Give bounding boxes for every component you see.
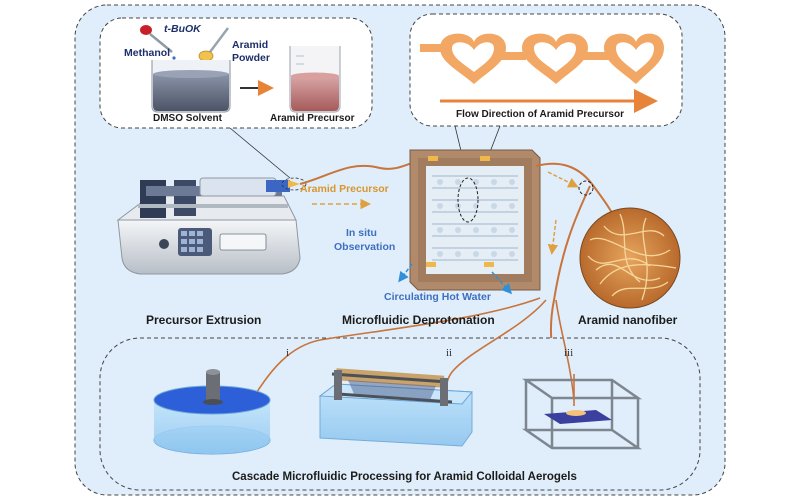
- precursor-extrusion-label: Precursor Extrusion: [146, 313, 262, 327]
- flow-direction-label: Flow Direction of Aramid Precursor: [456, 109, 624, 120]
- down-flow-arrow: [547, 219, 559, 255]
- hot-water-arrow-out: [491, 271, 513, 295]
- aramid-powder-label-2: Powder: [232, 52, 270, 64]
- printing-substrate: [544, 410, 612, 424]
- circulating-hot-water-label: Circulating Hot Water: [384, 291, 491, 303]
- syringe-nozzle: [288, 180, 300, 188]
- flow-channel-icon: [420, 33, 664, 84]
- printed-aerogel: [566, 410, 586, 416]
- dmso-solvent-label: DMSO Solvent: [153, 113, 222, 124]
- hot-water-arrow-in: [398, 263, 413, 283]
- step-ii-label: ii: [446, 347, 453, 359]
- tube-to-i: [251, 297, 541, 401]
- precursor-beaker-icon: [289, 46, 341, 113]
- cascade-title: Cascade Microfluidic Processing for Aram…: [232, 471, 577, 483]
- 3d-printer-frame-icon: [521, 374, 643, 450]
- aramid-precursor-beaker-label: Aramid Precursor: [270, 113, 355, 124]
- in-situ-label: In situ: [346, 227, 377, 239]
- aramid-precursor-tube-label: Aramid Precursor: [300, 183, 389, 195]
- output-flow-arrow: [547, 171, 579, 188]
- microfluidic-chip-icon: [409, 149, 541, 291]
- microfluidic-deprotonation-label: Microfluidic Deprotonation: [342, 313, 495, 327]
- syringe-tip-highlight: [281, 177, 307, 191]
- nanofiber-icon: [579, 207, 681, 309]
- methanol-label: Methanol: [124, 47, 171, 59]
- step-iii-label: iii: [564, 347, 574, 359]
- spoon-icon: [198, 27, 229, 62]
- step-i-label: i: [286, 347, 290, 359]
- tube-to-iii: [555, 299, 575, 401]
- aramid-powder-label-1: Aramid: [232, 39, 269, 51]
- rotating-bath-icon: [153, 369, 271, 455]
- observation-highlight: [457, 177, 479, 223]
- dmso-beaker-icon: [151, 60, 231, 113]
- aramid-nanofiber-label: Aramid nanofiber: [578, 313, 678, 327]
- tbuok-label: t-BuOK: [164, 23, 201, 35]
- coating-trough-icon: [318, 368, 474, 447]
- syringe-pump-icon: [116, 177, 301, 275]
- tube-highlight: [578, 180, 594, 196]
- observation-label: Observation: [334, 241, 396, 253]
- prep-connector: [229, 127, 291, 179]
